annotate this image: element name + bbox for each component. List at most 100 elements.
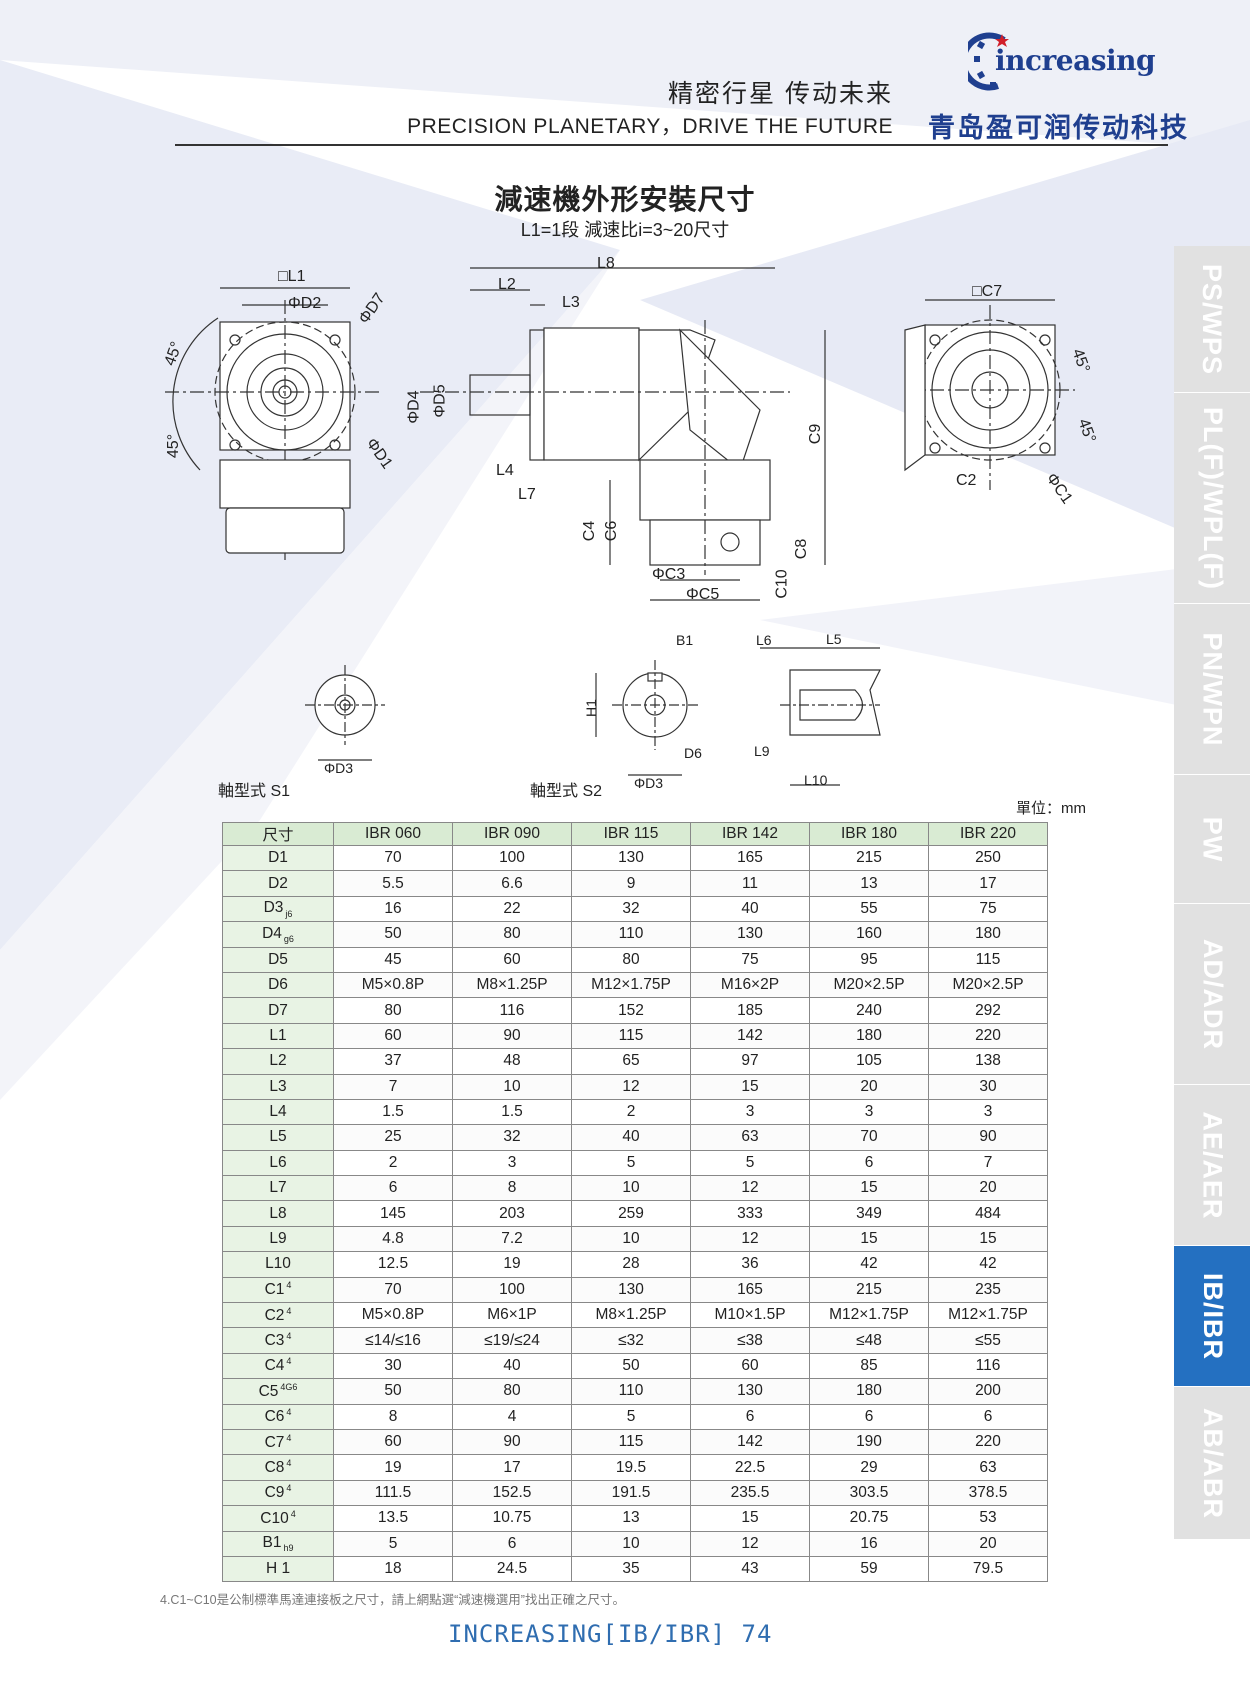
table-cell: 75 (928, 895, 1048, 923)
table-cell: 30 (333, 1352, 453, 1380)
table-cell: M8×1.25P (452, 971, 572, 999)
table-cell: ≤19/≤24 (452, 1327, 572, 1354)
table-cell: 7 (928, 1149, 1048, 1177)
table-cell: 65 (571, 1048, 691, 1075)
tab-ad-adr[interactable]: AD/ADR (1174, 904, 1250, 1085)
table-cell: 303.5 (809, 1479, 929, 1507)
table-cell: 13 (571, 1505, 691, 1532)
row-label: D1 (222, 844, 334, 872)
tab-pn-wpn[interactable]: PN/WPN (1174, 604, 1250, 775)
table-cell: 5 (571, 1403, 691, 1430)
table-cell: 12 (690, 1530, 810, 1557)
footnote: 4.C1~C10是公制標準馬達連接板之尺寸，請上網點選“減速機選用”找出正確之尺… (160, 1593, 625, 1607)
row-label-text: D3 (263, 899, 284, 917)
row-label-text: L10 (265, 1255, 291, 1273)
label-l1: □L1 (278, 268, 306, 285)
table-cell: M12×1.75P (928, 1302, 1048, 1329)
table-cell: 111.5 (333, 1479, 453, 1507)
table-cell: 220 (928, 1428, 1048, 1456)
tab-ab-abr[interactable]: AB/ABR (1174, 1387, 1250, 1540)
table-cell: ≤14/≤16 (333, 1327, 453, 1354)
table-cell: 70 (333, 1276, 453, 1304)
table-cell: 1.5 (333, 1098, 453, 1126)
row-label-mark: 4 (290, 1508, 296, 1519)
row-label-text: D4 (262, 924, 282, 942)
page-header: 精密行星 传动未来 PRECISION PLANETARY，DRIVE THE … (0, 0, 1250, 150)
table-cell: 10 (571, 1530, 691, 1557)
row-label-mark: 4 (286, 1457, 292, 1468)
row-label: L1 (222, 1022, 334, 1050)
table-cell: 138 (928, 1048, 1048, 1075)
table-cell: 5.5 (333, 870, 453, 897)
row-label-text: L8 (269, 1204, 287, 1222)
row-label: L8 (222, 1200, 334, 1227)
table-cell: 10 (571, 1175, 691, 1202)
tab-ps-wps[interactable]: PS/WPS (1174, 246, 1250, 393)
table-cell: 75 (690, 946, 810, 973)
table-cell: 22 (452, 895, 572, 923)
table-cell: 90 (928, 1124, 1048, 1151)
table-cell: 25 (333, 1124, 453, 1151)
header-divider (175, 144, 1168, 146)
tab-ib-ibr[interactable]: IB/IBR (1174, 1246, 1250, 1387)
table-cell: 142 (690, 1022, 810, 1050)
row-label-mark: 4 (286, 1407, 292, 1418)
row-label-text: C3 (264, 1332, 285, 1350)
table-cell: 235 (928, 1276, 1048, 1304)
label-l4: L4 (496, 462, 514, 479)
label-d3-s2: ΦD3 (634, 775, 664, 791)
label-d2: ΦD2 (288, 295, 322, 312)
table-cell: 11 (690, 870, 810, 897)
tab-ae-aer[interactable]: AE/AER (1174, 1085, 1250, 1246)
tab-pl-wpl[interactable]: PL(F)/WPL(F) (1174, 393, 1250, 604)
row-label-mark: g6 (283, 933, 294, 944)
table-cell: M16×2P (690, 971, 810, 999)
label-l5: L5 (826, 631, 842, 647)
table-cell: M6×1P (452, 1302, 572, 1329)
logo-text: increasing (995, 44, 1156, 77)
table-cell: 259 (571, 1200, 691, 1227)
table-cell: 20 (928, 1530, 1048, 1557)
table-cell: 19 (333, 1454, 453, 1481)
table-cell: 240 (809, 997, 929, 1024)
table-cell: 180 (809, 1022, 929, 1050)
tab-pw[interactable]: PW (1174, 775, 1250, 904)
row-label: H 1 (222, 1555, 334, 1583)
row-label: L6 (222, 1149, 334, 1177)
table-cell: 13.5 (333, 1505, 453, 1532)
label-c2: C2 (956, 472, 977, 489)
table-cell: 110 (571, 1378, 691, 1405)
table-cell: 13 (809, 870, 929, 897)
table-cell: 130 (690, 921, 810, 948)
table-cell: 10 (452, 1073, 572, 1100)
table-cell: 48 (452, 1048, 572, 1075)
label-d5: ΦD5 (431, 384, 449, 418)
table-cell: 59 (809, 1555, 929, 1583)
slogan-english: PRECISION PLANETARY，DRIVE THE FUTURE (407, 115, 893, 138)
row-label-text: C9 (264, 1484, 285, 1502)
table-cell: 6 (809, 1149, 929, 1177)
table-cell: 90 (452, 1022, 572, 1050)
label-l8: L8 (597, 255, 615, 272)
shaft-s1-label: 軸型式 S1 (218, 783, 291, 800)
shaft-s1-drawing (305, 665, 385, 761)
column-header: IBR 220 (928, 822, 1048, 846)
row-label: L5 (222, 1124, 334, 1151)
table-cell: 50 (333, 1378, 453, 1405)
table-cell: 40 (571, 1124, 691, 1151)
table-cell: 19 (452, 1251, 572, 1278)
table-cell: 3 (809, 1098, 929, 1126)
table-cell: 130 (571, 1276, 691, 1304)
table-cell: 17 (928, 870, 1048, 897)
